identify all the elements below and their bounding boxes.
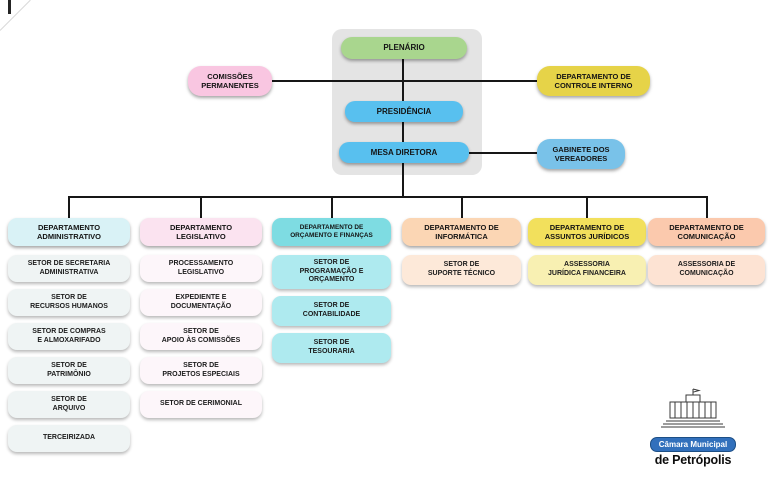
connector-line	[200, 196, 202, 219]
logo: Câmara Municipal de Petrópolis	[641, 388, 745, 467]
dept-item: SETOR DE COMPRAS E ALMOXARIFADO	[8, 323, 130, 350]
dept-item: SETOR DE PATRIMÔNIO	[8, 357, 130, 384]
connector-line	[706, 196, 708, 219]
mesa-diretora-box: MESA DIRETORA	[339, 142, 469, 163]
dept-item: SETOR DE SUPORTE TÉCNICO	[402, 255, 521, 285]
connector-line	[272, 80, 537, 82]
presidencia-box: PRESIDÊNCIA	[345, 101, 463, 122]
plenario-box: PLENÁRIO	[341, 37, 467, 59]
dept-item: ASSESSORIA JURÍDICA FINANCEIRA	[528, 255, 646, 285]
dept-header: DEPARTAMENTO ADMINISTRATIVO	[8, 218, 130, 246]
logo-subtitle: de Petrópolis	[654, 453, 732, 467]
dept-informatica-column: DEPARTAMENTO DE INFORMÁTICA SETOR DE SUP…	[402, 218, 521, 292]
dept-header: DEPARTAMENTO DE ORÇAMENTO E FINANÇAS	[272, 218, 391, 246]
dept-item: EXPEDIENTE E DOCUMENTAÇÃO	[140, 289, 262, 316]
logo-name-pill: Câmara Municipal	[649, 437, 737, 452]
gabinete-vereadores-box: GABINETE DOS VEREADORES	[537, 139, 625, 169]
connector-line	[402, 163, 404, 197]
dept-administrativo-column: DEPARTAMENTO ADMINISTRATIVO SETOR DE SEC…	[8, 218, 130, 459]
connector-line	[68, 196, 70, 219]
dept-item: SETOR DE TESOURARIA	[272, 333, 391, 363]
comissoes-permanentes-box: COMISSÕES PERMANENTES	[188, 66, 272, 96]
dept-legislativo-column: DEPARTAMENTO LEGISLATIVO PROCESSAMENTO L…	[140, 218, 262, 425]
dept-item: SETOR DE CONTABILIDADE	[272, 296, 391, 326]
connector-line	[469, 152, 537, 154]
connector-line	[68, 196, 708, 198]
dept-header: DEPARTAMENTO DE COMUNICAÇÃO	[648, 218, 765, 246]
artifact-line	[0, 0, 31, 31]
dept-item: SETOR DE ARQUIVO	[8, 391, 130, 418]
dept-item: SETOR DE RECURSOS HUMANOS	[8, 289, 130, 316]
artifact-mark	[8, 0, 11, 14]
dept-item: TERCEIRIZADA	[8, 425, 130, 452]
connector-line	[402, 122, 404, 142]
dept-item: SETOR DE APOIO ÀS COMISSÕES	[140, 323, 262, 350]
dept-header: DEPARTAMENTO LEGISLATIVO	[140, 218, 262, 246]
dept-item: SETOR DE CERIMONIAL	[140, 391, 262, 418]
dept-comunicacao-column: DEPARTAMENTO DE COMUNICAÇÃO ASSESSORIA D…	[648, 218, 765, 292]
dept-item: SETOR DE PROJETOS ESPECIAIS	[140, 357, 262, 384]
connector-line	[461, 196, 463, 219]
building-icon	[660, 388, 726, 435]
dept-item: ASSESSORIA DE COMUNICAÇÃO	[648, 255, 765, 285]
dept-header: DEPARTAMENTO DE INFORMÁTICA	[402, 218, 521, 246]
dept-item: SETOR DE PROGRAMAÇÃO E ORÇAMENTO	[272, 255, 391, 289]
dept-juridicos-column: DEPARTAMENTO DE ASSUNTOS JURÍDICOS ASSES…	[528, 218, 646, 292]
connector-line	[331, 196, 333, 219]
dept-header: DEPARTAMENTO DE ASSUNTOS JURÍDICOS	[528, 218, 646, 246]
dept-item: PROCESSAMENTO LEGISLATIVO	[140, 255, 262, 282]
controle-interno-box: DEPARTAMENTO DE CONTROLE INTERNO	[537, 66, 650, 96]
dept-item: SETOR DE SECRETARIA ADMINISTRATIVA	[8, 255, 130, 282]
dept-orcamento-column: DEPARTAMENTO DE ORÇAMENTO E FINANÇAS SET…	[272, 218, 391, 370]
connector-line	[586, 196, 588, 219]
